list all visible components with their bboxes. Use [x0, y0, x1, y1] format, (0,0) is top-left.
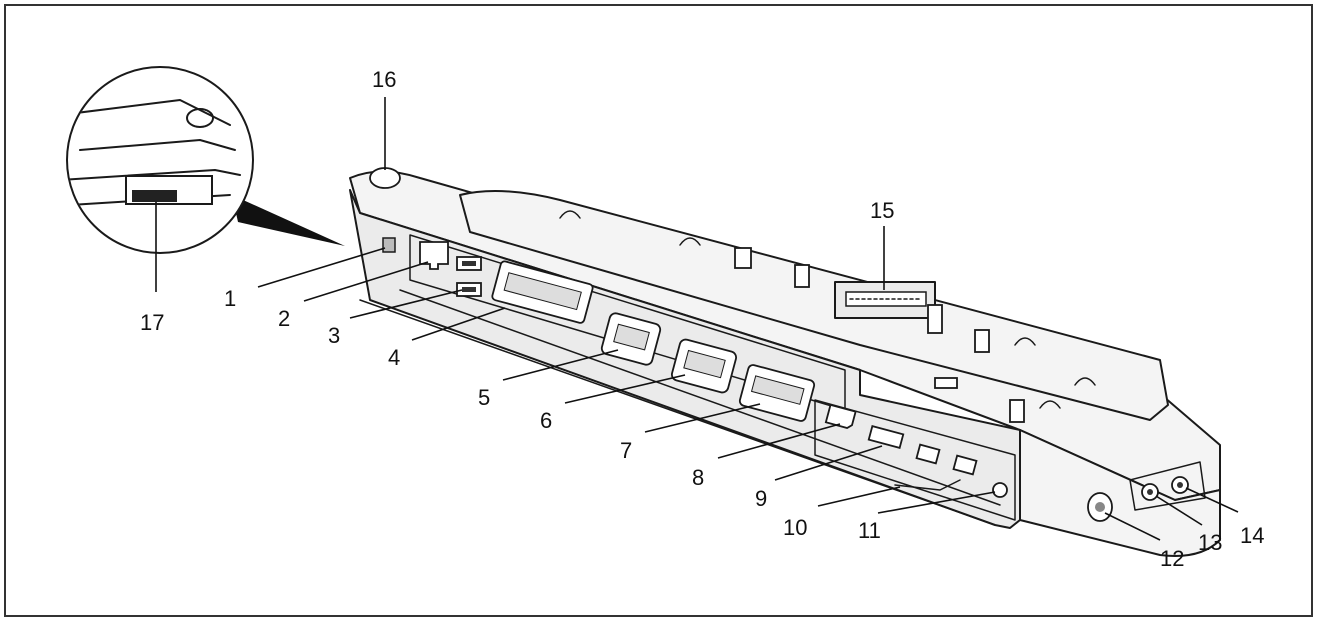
leader-3: [349, 289, 463, 319]
magnifier-pointer: [232, 195, 345, 246]
leader-6: [564, 374, 686, 404]
vga-port: [671, 338, 737, 394]
magnifier-circle: [66, 66, 254, 254]
parallel-port: [491, 260, 594, 324]
callout-16: 16: [372, 67, 396, 92]
leader-13: [1155, 495, 1203, 526]
callout-13: 13: [1198, 530, 1222, 555]
dc-in-jack: [992, 482, 1008, 498]
usb-port-a: [915, 443, 941, 465]
docking-connector: [834, 281, 943, 334]
callout-9: 9: [755, 486, 767, 511]
callout-12: 12: [1160, 546, 1184, 571]
detail-magnifier: [66, 66, 345, 254]
callout-8: 8: [692, 465, 704, 490]
dvi-port: [738, 364, 816, 422]
dock-body: [349, 167, 1221, 557]
leader-10: [817, 486, 901, 507]
leader-7: [644, 403, 761, 433]
callout-17: 17: [140, 310, 164, 335]
leader-2: [303, 261, 429, 302]
callout-14: 14: [1240, 523, 1264, 548]
callout-labels: 1 2 3 4 5 6 7 8 9 10 11 12 13 14 15 16 1…: [140, 67, 1264, 571]
callout-5: 5: [478, 385, 490, 410]
serial-port: [600, 312, 662, 366]
callout-10: 10: [783, 515, 807, 540]
leader-8: [717, 423, 841, 459]
callout-6: 6: [540, 408, 552, 433]
callout-15: 15: [870, 198, 894, 223]
callout-3: 3: [328, 323, 340, 348]
lock-button: [369, 167, 401, 189]
leader-1: [257, 247, 386, 288]
leader-12: [1104, 512, 1161, 541]
leader-14: [1185, 487, 1239, 513]
leader-11: [877, 491, 996, 514]
callout-1: 1: [224, 286, 236, 311]
leader-5: [502, 349, 619, 381]
esata-port: [867, 424, 905, 450]
leader-9: [774, 445, 883, 481]
callout-7: 7: [620, 438, 632, 463]
usb-port-b: [952, 454, 978, 476]
callout-2: 2: [278, 306, 290, 331]
leader-lines: [155, 97, 1239, 541]
security-slot: [382, 237, 396, 253]
displayport-port: [824, 403, 857, 429]
callout-4: 4: [388, 345, 400, 370]
leader-4: [411, 307, 506, 341]
callout-11: 11: [858, 518, 881, 543]
